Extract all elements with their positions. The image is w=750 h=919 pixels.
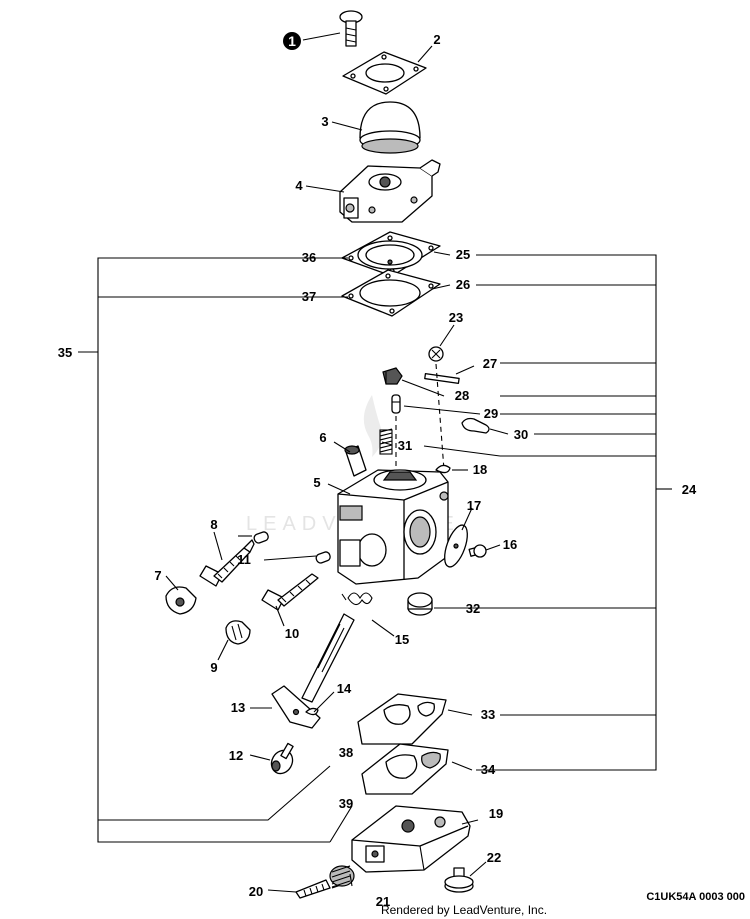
callout-1: 1 bbox=[283, 32, 301, 50]
part-34-diaphragm bbox=[361, 743, 449, 795]
part-6-fitting bbox=[344, 445, 367, 477]
callout-37: 37 bbox=[302, 289, 316, 304]
part-37-gasket bbox=[341, 269, 441, 317]
callout-33: 33 bbox=[481, 707, 495, 722]
part-10-adjust-screw bbox=[261, 573, 319, 611]
leader-lines bbox=[78, 32, 672, 893]
part-29-needle bbox=[391, 394, 401, 414]
callout-8: 8 bbox=[210, 517, 217, 532]
part-drawings bbox=[165, 10, 490, 899]
callout-28: 28 bbox=[455, 388, 469, 403]
callout-29: 29 bbox=[484, 406, 498, 421]
callout-38: 38 bbox=[339, 745, 353, 760]
part-14-clip bbox=[305, 707, 319, 716]
callout-20: 20 bbox=[249, 884, 263, 899]
callout-39: 39 bbox=[339, 796, 353, 811]
callout-4: 4 bbox=[295, 178, 303, 193]
part-13-throttle-shaft bbox=[271, 613, 355, 729]
part-11-plugs bbox=[253, 531, 331, 564]
part-1-screw bbox=[339, 10, 363, 47]
part-12-screw bbox=[270, 742, 294, 775]
part-5-carburetor-body bbox=[337, 469, 449, 585]
part-19-cover bbox=[351, 805, 471, 873]
part-8-adjust-screw bbox=[199, 539, 255, 587]
part-7-limiter-cap bbox=[165, 586, 197, 615]
callout-labels: 1 2 3 4 5 6 7 8 9 10 11 12 13 14 15 16 1… bbox=[58, 32, 697, 909]
part-28-lever bbox=[382, 367, 403, 385]
callout-31: 31 bbox=[398, 438, 412, 453]
callout-2: 2 bbox=[433, 32, 440, 47]
part-30-arm bbox=[461, 417, 490, 434]
part-32-filter bbox=[407, 592, 433, 616]
callout-23: 23 bbox=[449, 310, 463, 325]
callout-7: 7 bbox=[154, 568, 161, 583]
part-31-spring bbox=[379, 428, 393, 455]
callout-36: 36 bbox=[302, 250, 316, 265]
part-22-screw bbox=[444, 867, 474, 893]
callout-32: 32 bbox=[466, 601, 480, 616]
callout-9: 9 bbox=[210, 660, 217, 675]
callout-16: 16 bbox=[503, 537, 517, 552]
callout-34: 34 bbox=[481, 762, 496, 777]
render-credit: Rendered by LeadVenture, Inc. bbox=[381, 903, 547, 917]
svg-text:1: 1 bbox=[288, 33, 296, 49]
callout-14: 14 bbox=[337, 681, 352, 696]
part-27-pin bbox=[424, 373, 460, 384]
callout-27: 27 bbox=[483, 356, 497, 371]
part-21-spring bbox=[329, 865, 355, 889]
callout-26: 26 bbox=[456, 277, 470, 292]
callout-17: 17 bbox=[467, 498, 481, 513]
part-36-diaphragm bbox=[341, 231, 441, 277]
callout-3: 3 bbox=[321, 114, 328, 129]
part-9-limiter-cap bbox=[225, 620, 251, 645]
part-18-clip bbox=[435, 464, 451, 474]
part-20-screw bbox=[295, 879, 331, 899]
part-15-spring bbox=[341, 592, 373, 606]
callout-24: 24 bbox=[682, 482, 697, 497]
part-23-screw bbox=[428, 346, 444, 362]
callout-12: 12 bbox=[229, 748, 243, 763]
callout-30: 30 bbox=[514, 427, 528, 442]
part-3-primer-bulb bbox=[359, 101, 421, 154]
callout-11: 11 bbox=[237, 552, 251, 567]
callout-21: 21 bbox=[376, 894, 390, 909]
callout-18: 18 bbox=[473, 462, 487, 477]
part-33-gasket bbox=[357, 693, 447, 745]
callout-19: 19 bbox=[489, 806, 503, 821]
diagram-code: C1UK54A 0003 000 bbox=[646, 891, 745, 903]
part-16-screw bbox=[468, 544, 487, 558]
callout-13: 13 bbox=[231, 700, 245, 715]
part-2-gasket bbox=[342, 51, 427, 95]
callout-10: 10 bbox=[285, 626, 299, 641]
part-4-pump-cover bbox=[339, 159, 441, 223]
callout-6: 6 bbox=[319, 430, 326, 445]
callout-22: 22 bbox=[487, 850, 501, 865]
callout-35: 35 bbox=[58, 345, 72, 360]
callout-15: 15 bbox=[395, 632, 409, 647]
callout-25: 25 bbox=[456, 247, 470, 262]
callout-5: 5 bbox=[313, 475, 320, 490]
